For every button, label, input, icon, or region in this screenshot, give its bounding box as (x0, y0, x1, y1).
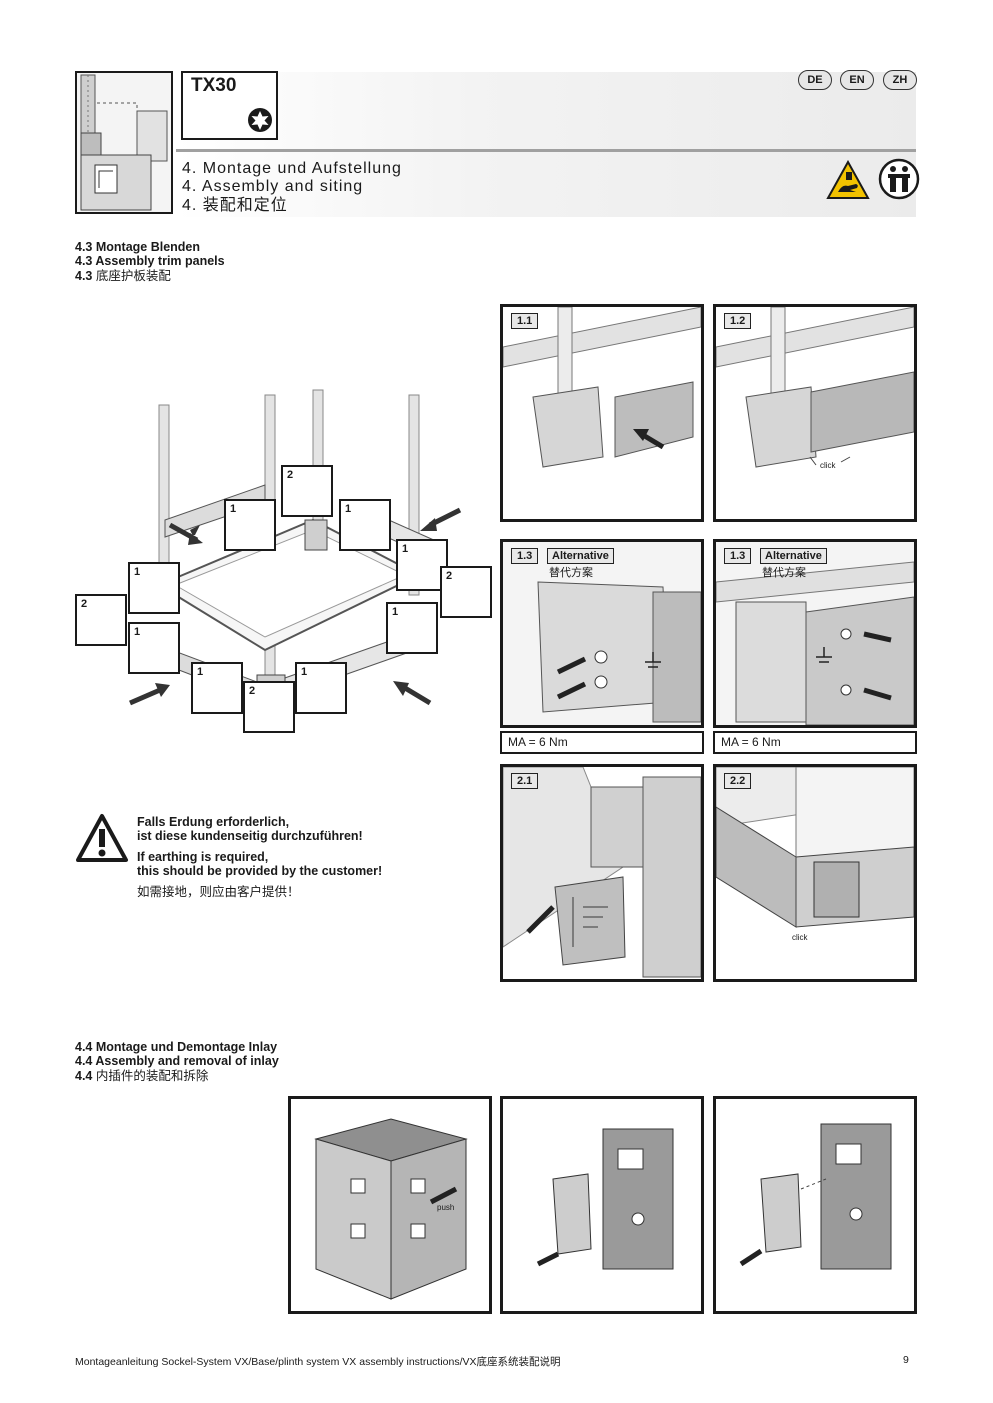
lang-de[interactable]: DE (798, 70, 832, 90)
step-1-2-panel: 1.2 click (713, 304, 917, 522)
step-1-2-label: 1.2 (724, 313, 752, 329)
title-en: 4. Assembly and siting (182, 178, 364, 195)
section-43-en: 4.3 Assembly trim panels (75, 254, 225, 268)
step-1-1-label: 1.1 (511, 313, 539, 329)
callout-2-b: 2 (440, 566, 492, 618)
step-1-3-label-a: 1.3 (511, 548, 539, 564)
callout-1-d: 1 (396, 539, 448, 591)
alternative-label-a: Alternative (547, 548, 614, 564)
step-1-3-label-b: 1.3 (724, 548, 752, 564)
thumbnail-image (75, 71, 173, 214)
warning-de-line1: Falls Erdung erforderlich, (137, 815, 290, 829)
warning-en-line2: this should be provided by the customer! (137, 864, 383, 878)
callout-1-a: 1 (224, 499, 276, 551)
section-43-de: 4.3 Montage Blenden (75, 240, 201, 254)
warning-en-line1: If earthing is required, (137, 850, 269, 864)
callout-1-h: 1 (295, 662, 347, 714)
alternative-label-b: Alternative (760, 548, 827, 564)
callout-1-g: 1 (191, 662, 243, 714)
header-band (176, 72, 916, 217)
section-44-zh: 4.4 内插件的装配和拆除 (75, 1069, 209, 1083)
click-label-2: click (792, 933, 808, 942)
callout-2-d: 2 (243, 681, 295, 733)
header-rule (176, 149, 916, 152)
title-de: 4. Montage und Aufstellung (182, 160, 402, 177)
lang-zh[interactable]: ZH (883, 70, 917, 90)
hand-crush-warning-icon (826, 160, 870, 199)
step-2-1-label: 2.1 (511, 773, 539, 789)
callout-1-b: 1 (339, 499, 391, 551)
alternative-zh-a: 替代方案 (549, 567, 593, 579)
push-label: push (437, 1203, 455, 1212)
torx-icon (248, 108, 272, 132)
step-1-1-panel: 1.1 (500, 304, 704, 522)
inlay-panel-2 (500, 1096, 704, 1314)
click-label: click (820, 461, 836, 470)
tool-code: TX30 (191, 75, 237, 96)
step-2-2-panel: 2.2 click (713, 764, 917, 982)
callout-2-a: 2 (281, 465, 333, 517)
callout-1-f: 1 (386, 602, 438, 654)
footer-text: Montageanleitung Sockel-System VX/Base/p… (75, 1356, 561, 1368)
tool-box: TX30 (181, 71, 278, 140)
warning-icon (76, 814, 128, 862)
callout-1-c: 1 (128, 562, 180, 614)
alternative-zh-b: 替代方案 (762, 567, 806, 579)
two-person-icon (878, 158, 920, 200)
section-43-zh: 4.3 底座护板装配 (75, 269, 171, 283)
step-1-3-panel-b: 1.3 Alternative 替代方案 (713, 539, 917, 728)
callout-2-c: 2 (75, 594, 127, 646)
inlay-panel-3 (713, 1096, 917, 1314)
warning-zh: 如需接地，则应由客户提供！ (137, 885, 300, 899)
inlay-panel-1: push (288, 1096, 492, 1314)
torque-label-b: MA = 6 Nm (713, 731, 917, 754)
section-44-en: 4.4 Assembly and removal of inlay (75, 1054, 279, 1068)
torque-label-a: MA = 6 Nm (500, 731, 704, 754)
callout-1-e: 1 (128, 622, 180, 674)
page-number: 9 (903, 1354, 909, 1366)
step-1-3-panel-a: 1.3 Alternative 替代方案 (500, 539, 704, 728)
section-44-de: 4.4 Montage und Demontage Inlay (75, 1040, 278, 1054)
step-2-2-label: 2.2 (724, 773, 752, 789)
lang-en[interactable]: EN (840, 70, 874, 90)
title-zh: 4. 装配和定位 (182, 197, 288, 214)
step-2-1-panel: 2.1 (500, 764, 704, 982)
warning-de-line2: ist diese kundenseitig durchzuführen! (137, 829, 363, 843)
